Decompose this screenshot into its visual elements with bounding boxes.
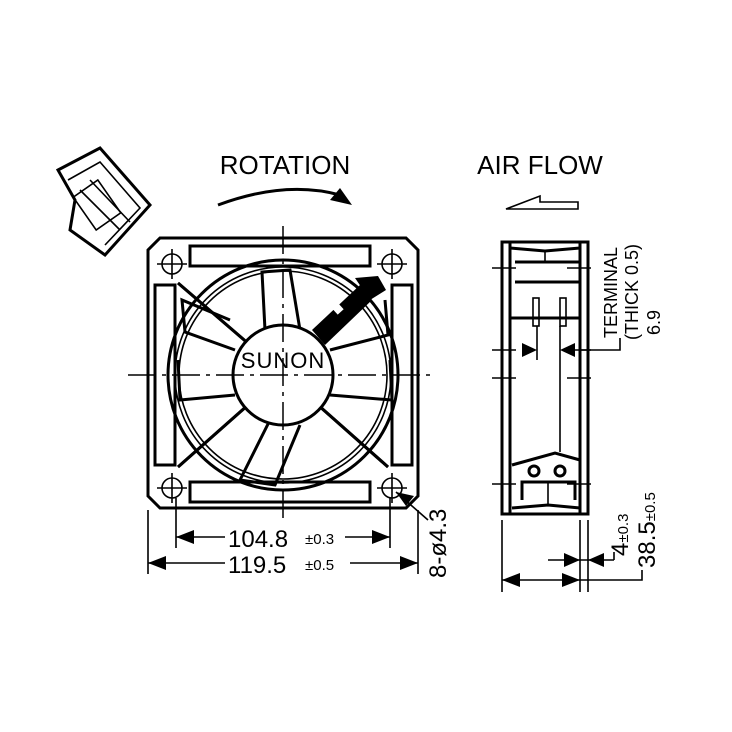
depth-dimension: 38.5±0.5 <box>634 492 661 568</box>
frame-size-tolerance: ±0.5 <box>305 557 334 574</box>
terminal-width-value: 6.9 <box>644 310 664 335</box>
terminal-thickness-label: (THICK 0.5) <box>622 244 642 340</box>
air-flow-arrow <box>505 194 579 210</box>
front-dimensions: 104.8 ±0.3 119.5 ±0.5 8-ø4.3 <box>147 491 452 579</box>
mounting-holes <box>157 249 407 503</box>
terminal-label: TERMINAL <box>601 247 621 338</box>
flange-dimension: 4±0.3 <box>607 514 634 556</box>
cable <box>312 285 372 345</box>
hole-spacing-value: 104.8 <box>228 526 288 553</box>
rotation-label: ROTATION <box>220 150 350 180</box>
air-flow-label: AIR FLOW <box>477 150 603 180</box>
frame-size-value: 119.5 <box>228 552 286 579</box>
front-view: SUNON <box>128 226 430 522</box>
side-dimensions <box>501 520 643 592</box>
rotation-arrow <box>217 187 341 207</box>
side-view <box>492 240 621 516</box>
holes-label: 8-ø4.3 <box>425 509 452 578</box>
hole-spacing-tolerance: ±0.3 <box>305 531 334 548</box>
rotation-arrowhead <box>330 188 352 205</box>
isometric-view <box>55 146 153 257</box>
